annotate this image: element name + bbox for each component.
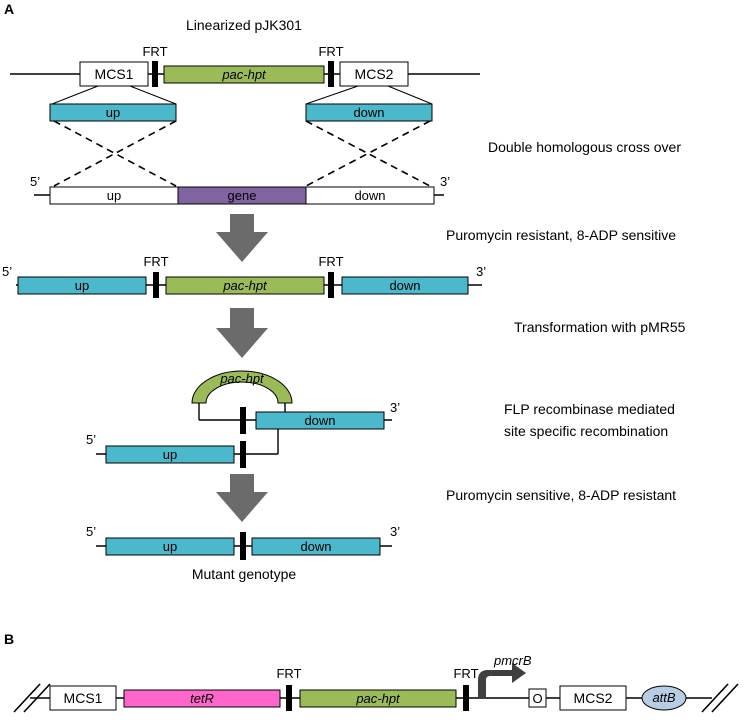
down-arm-box xyxy=(341,276,469,295)
frt-label: FRT xyxy=(318,44,343,59)
tetr-box xyxy=(123,689,281,708)
mcs1-label: MCS1 xyxy=(95,66,134,82)
mcs1-box xyxy=(79,61,149,87)
chromosome-row: 5’ 3’ up gene down xyxy=(30,174,450,205)
promoter-arrow-icon xyxy=(478,663,526,698)
three-prime-label: 3’ xyxy=(390,400,400,415)
frt-bar xyxy=(240,441,246,468)
gene-label: gene xyxy=(228,188,257,203)
frt-label: FRT xyxy=(142,44,167,59)
down-label: down xyxy=(389,278,420,293)
frt-bar xyxy=(153,272,159,298)
pac-hpt-label: pac-hpt xyxy=(355,691,401,706)
frt-label: FRT xyxy=(453,666,478,681)
frt-label: FRT xyxy=(276,666,301,681)
mutant-row: 5’ 3’ up down Mutant genotype xyxy=(86,524,400,582)
down-label: down xyxy=(304,413,335,428)
panel-b-label: B xyxy=(4,631,14,647)
step-flp-line2: site specific recombination xyxy=(504,423,668,439)
break-mark xyxy=(23,683,51,713)
tetr-label: tetR xyxy=(190,691,214,706)
down-arm-box xyxy=(251,537,381,556)
pac-hpt-box xyxy=(163,65,325,84)
frt-bar xyxy=(240,532,246,560)
step-flp-line1: FLP recombinase mediated xyxy=(504,401,675,417)
step-puromycin-sensitive: Puromycin sensitive, 8-ADP resistant xyxy=(446,487,676,503)
three-prime-label: 3’ xyxy=(476,264,486,279)
process-arrow xyxy=(216,308,268,358)
frt-bar xyxy=(328,61,334,87)
process-arrow xyxy=(216,214,268,262)
pmr-construct-row: MCS1 tetR FRT pac-hpt FRT pmcrB O MCS2 a… xyxy=(13,653,739,713)
pac-hpt-loop xyxy=(191,370,293,404)
up-arm-box xyxy=(105,537,235,556)
pac-hpt-box xyxy=(299,689,457,708)
three-prime-label: 3’ xyxy=(440,174,450,189)
five-prime-label: 5’ xyxy=(2,264,12,279)
break-mark xyxy=(701,683,729,713)
excision-loop: pac-hpt down 3’ up 5’ xyxy=(86,370,400,468)
operator-box xyxy=(528,688,547,708)
mcs2-box xyxy=(559,685,627,711)
mcs2-label: MCS2 xyxy=(574,690,613,706)
up-label: up xyxy=(107,188,121,203)
attb-label: attB xyxy=(652,690,675,705)
mutant-genotype-label: Mutant genotype xyxy=(192,566,297,582)
up-label: up xyxy=(163,447,177,462)
break-mark xyxy=(711,683,739,713)
down-label: down xyxy=(354,188,385,203)
step-double-crossover: Double homologous cross over xyxy=(488,139,681,155)
step-puromycin-resistant: Puromycin resistant, 8-ADP sensitive xyxy=(446,227,676,243)
crossover-lines xyxy=(53,120,431,187)
homology-arms-row: up down xyxy=(49,85,433,122)
pac-hpt-label: pac-hpt xyxy=(221,67,267,82)
mcs2-box xyxy=(339,61,409,87)
frt-label: FRT xyxy=(143,254,168,269)
frt-label: FRT xyxy=(318,254,343,269)
three-prime-label: 3’ xyxy=(390,524,400,539)
plasmid-row: MCS1 FRT pac-hpt FRT MCS2 xyxy=(10,44,480,87)
down-label: down xyxy=(353,105,384,120)
up-arm-box xyxy=(105,445,235,464)
mcs2-label: MCS2 xyxy=(355,66,394,82)
break-mark xyxy=(13,683,41,713)
pmcrb-label: pmcrB xyxy=(493,653,532,668)
five-prime-label: 5’ xyxy=(86,524,96,539)
five-prime-label: 5’ xyxy=(86,432,96,447)
plasmid-title: Linearized pJK301 xyxy=(186,17,302,33)
frt-bar xyxy=(286,685,292,711)
down-label: down xyxy=(300,539,331,554)
panel-a-label: A xyxy=(4,1,14,17)
down-arm-box xyxy=(255,411,385,430)
pac-hpt-label: pac-hpt xyxy=(219,371,265,386)
up-label: up xyxy=(75,278,89,293)
attb-ellipse xyxy=(641,685,687,711)
integrated-row: 5’ 3’ up FRT pac-hpt FRT down xyxy=(2,254,486,298)
pac-hpt-box xyxy=(165,276,325,295)
step-transformation: Transformation with pMR55 xyxy=(514,319,686,335)
down-arm-box xyxy=(305,103,433,122)
up-arm-box xyxy=(49,103,177,122)
up-arm-box xyxy=(17,276,147,295)
mcs1-label: MCS1 xyxy=(64,690,103,706)
five-prime-label: 5’ xyxy=(30,174,40,189)
frt-bar xyxy=(152,61,158,87)
frt-bar xyxy=(463,685,469,711)
operator-label: O xyxy=(532,691,542,706)
process-arrow xyxy=(216,474,268,522)
pac-hpt-label: pac-hpt xyxy=(222,278,268,293)
frt-bar xyxy=(328,272,334,298)
up-label: up xyxy=(106,105,120,120)
mcs1-box xyxy=(49,685,117,711)
down-region-box xyxy=(305,186,435,205)
frt-bar xyxy=(240,407,246,434)
up-label: up xyxy=(163,539,177,554)
